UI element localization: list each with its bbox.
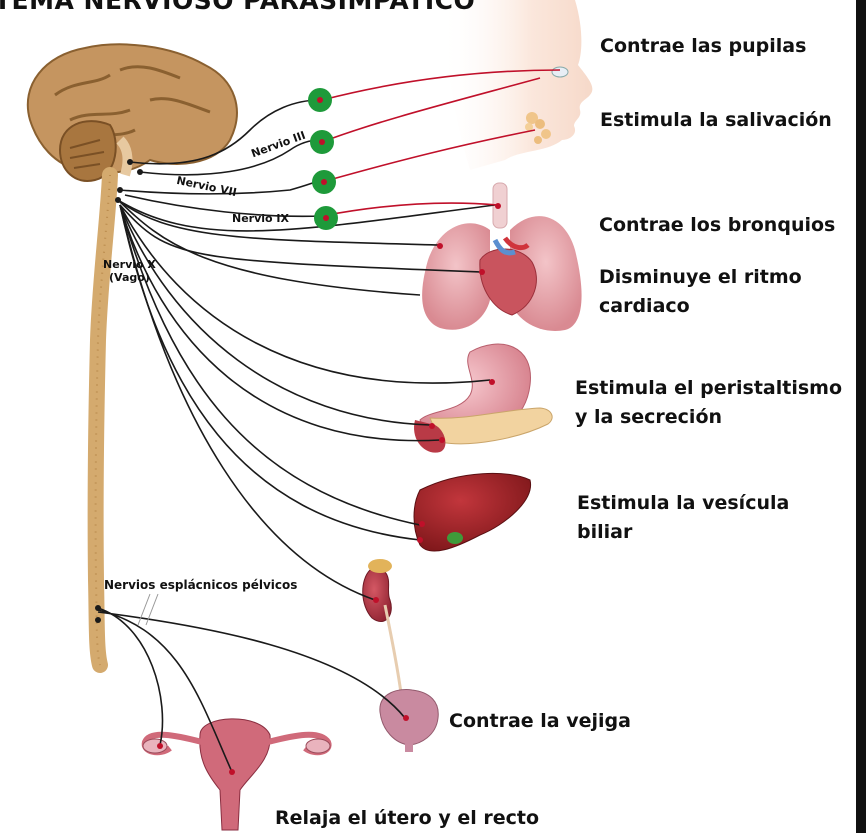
right-border (856, 0, 866, 833)
effect-gallbladder: Estimula la vesícula biliar (577, 489, 789, 547)
effect-gall-line1: Estimula la vesícula (577, 489, 789, 518)
bladder (380, 690, 438, 752)
label-nervio-x-line1: Nervio X (103, 258, 156, 271)
effect-heart-line2: cardiaco (599, 292, 802, 321)
liver (414, 473, 531, 551)
effect-uterus: Relaja el útero y el recto (275, 804, 539, 833)
effect-stomach: Estimula el peristaltismo y la secreción (575, 374, 842, 432)
effect-bladder: Contrae la vejiga (449, 707, 631, 736)
effect-heart: Disminuye el ritmo cardiaco (599, 263, 802, 321)
kidney (363, 559, 402, 700)
lungs-heart (422, 183, 581, 331)
effect-pupils: Contrae las pupilas (600, 32, 806, 61)
effect-saliva: Estimula la salivación (600, 106, 832, 135)
page-title: TEMA NERVIOSO PARASIMPÁTICO (0, 0, 475, 15)
eye (552, 67, 568, 77)
effect-stomach-line2: y la secreción (575, 403, 842, 432)
stomach-pancreas (414, 344, 552, 453)
label-pelvic-nerves: Nervios esplácnicos pélvicos (104, 578, 297, 592)
label-nervio-x-line2: (Vago) (103, 271, 156, 284)
label-nervio-ix: Nervio IX (232, 212, 289, 225)
effect-gall-line2: biliar (577, 518, 789, 547)
label-nervio-x: Nervio X (Vago) (103, 258, 156, 284)
effect-stomach-line1: Estimula el peristaltismo (575, 374, 842, 403)
effect-bronchi: Contrae los bronquios (599, 211, 835, 240)
ganglia (308, 88, 338, 230)
effect-heart-line1: Disminuye el ritmo (599, 263, 802, 292)
